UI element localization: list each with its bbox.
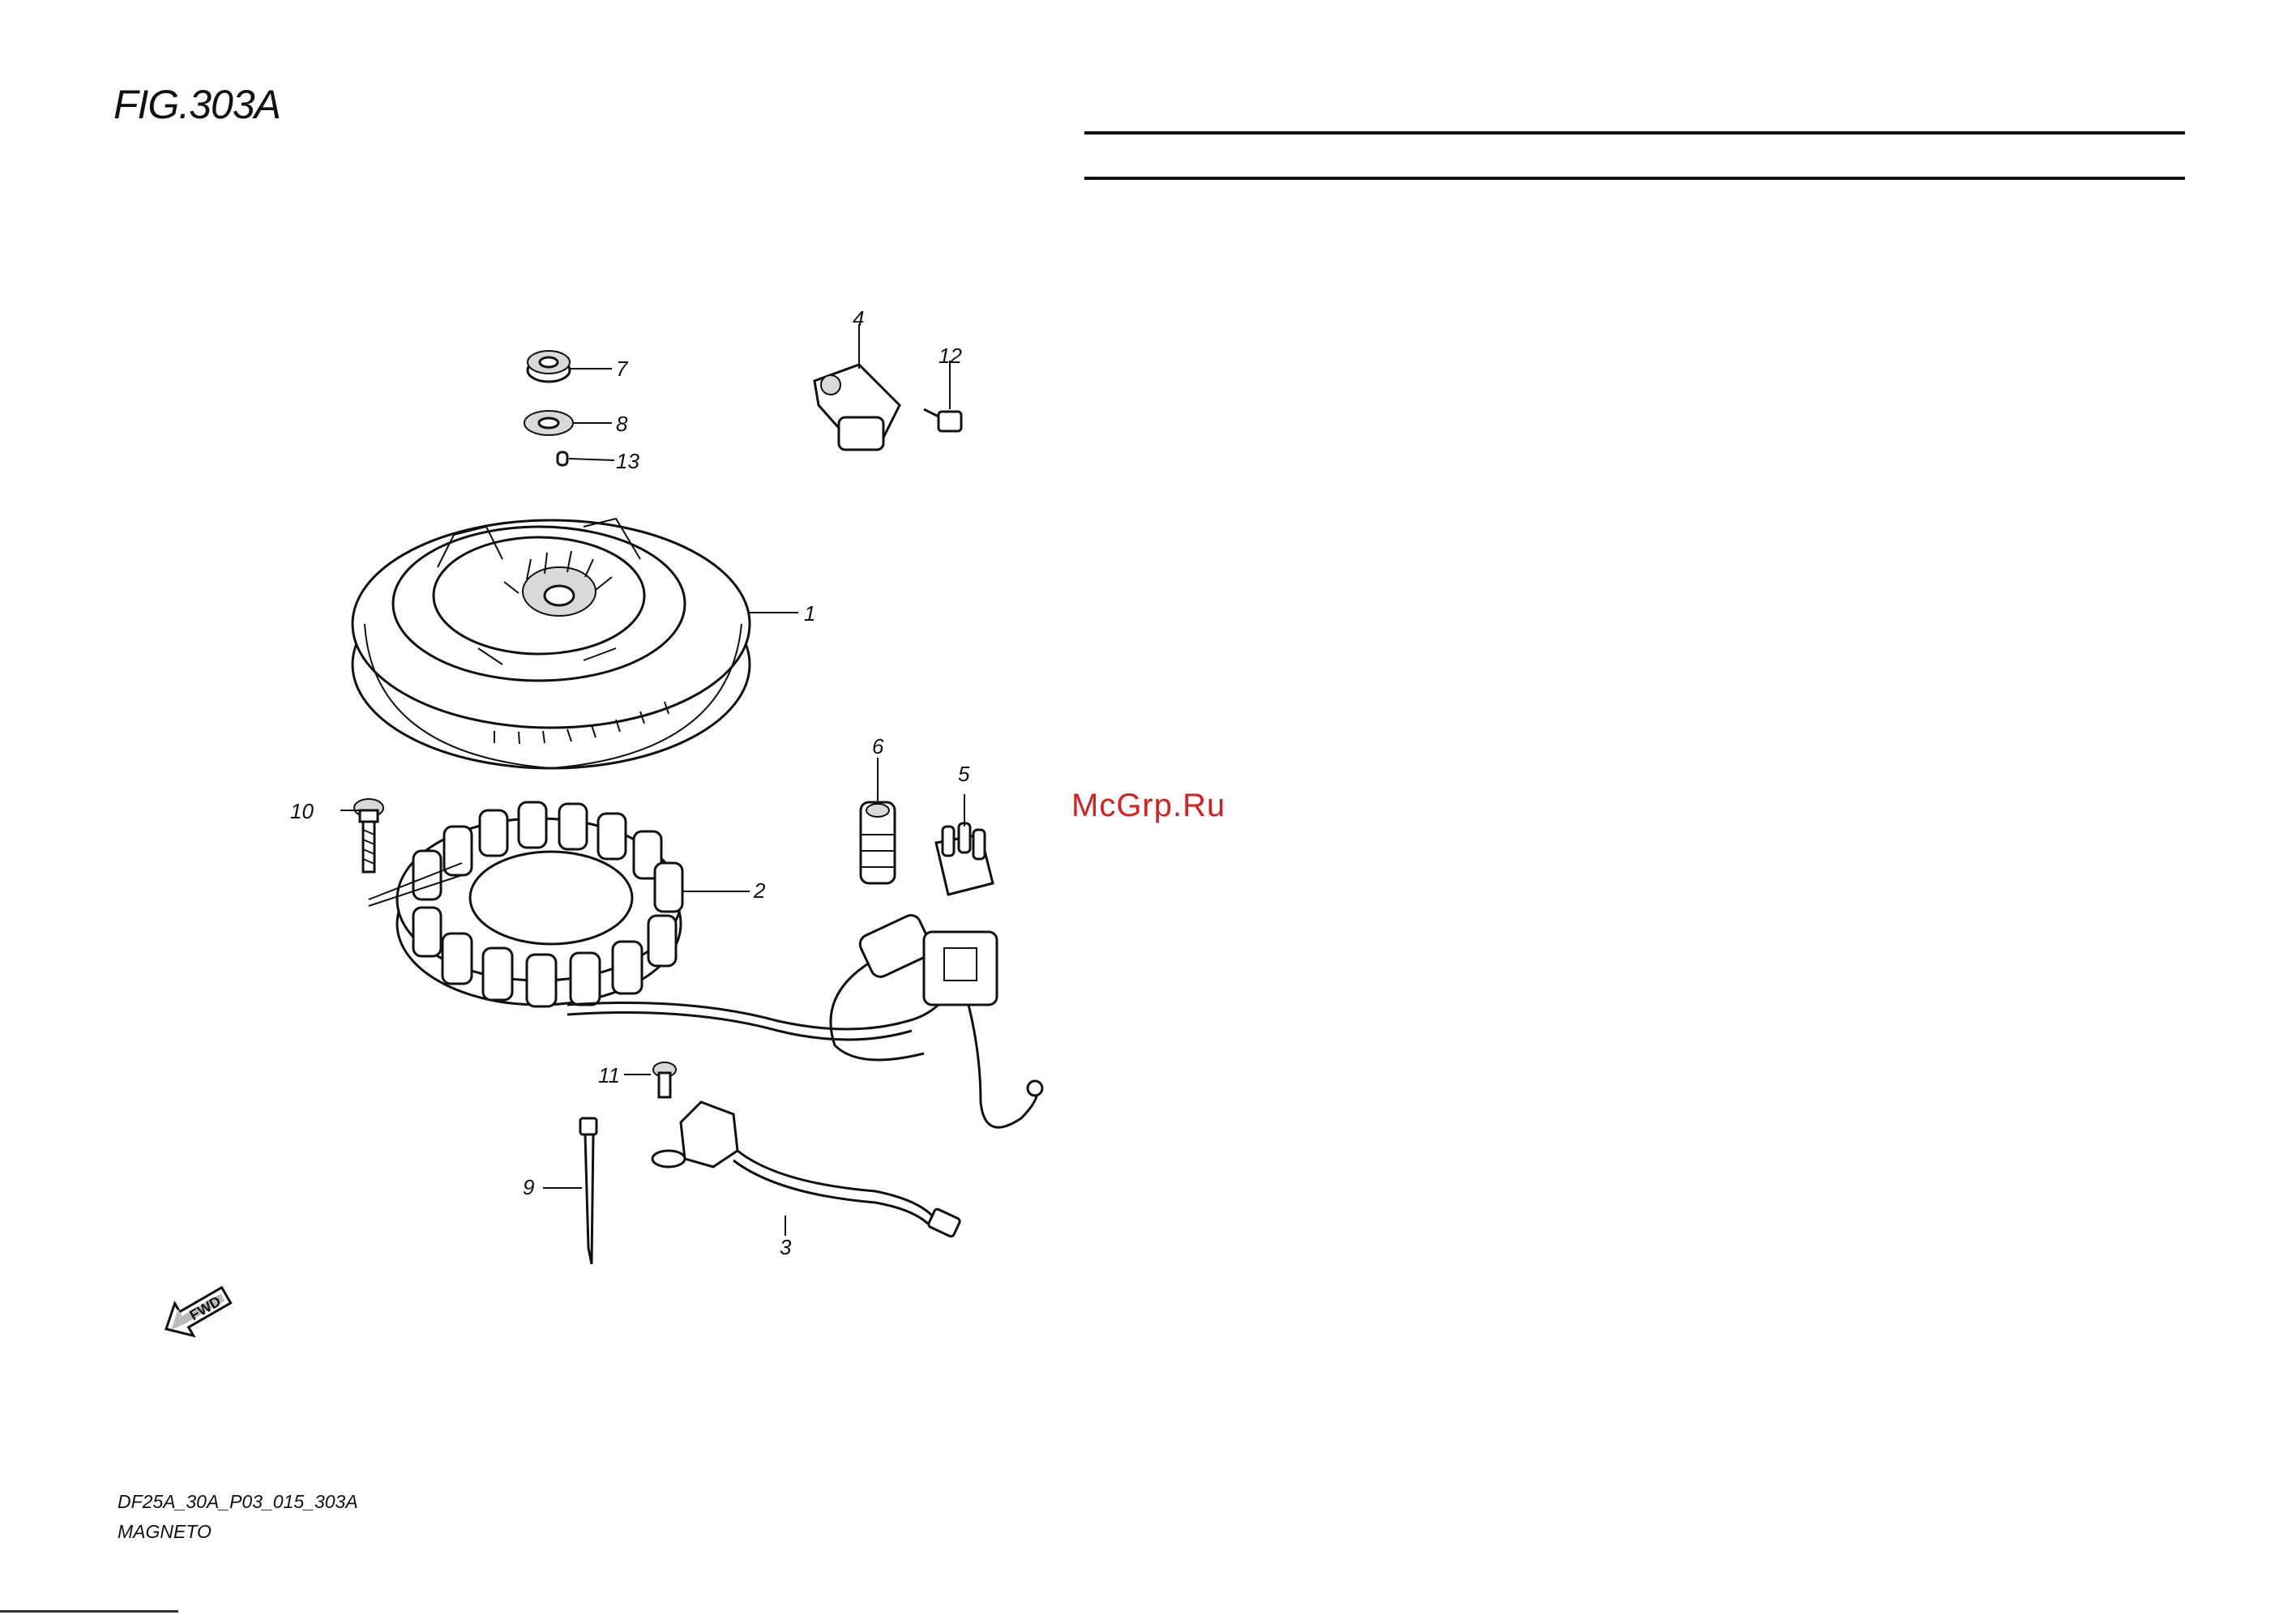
- part-4-sensor: [815, 365, 900, 450]
- part-6-plug: [861, 802, 895, 883]
- callout-11: 11: [598, 1063, 620, 1087]
- callout-1: 1: [804, 601, 815, 626]
- part-5-connector: [936, 823, 993, 895]
- part-3-pulser-coil: [652, 1102, 960, 1237]
- part-1-flywheel: [353, 519, 750, 768]
- callout-3: 3: [780, 1235, 792, 1259]
- callout-9: 9: [523, 1175, 534, 1199]
- callout-7: 7: [616, 357, 629, 381]
- callout-2: 2: [753, 878, 766, 903]
- part-8-washer: [524, 411, 573, 435]
- callout-4: 4: [853, 306, 864, 331]
- fwd-arrow-icon: FWD: [157, 1279, 236, 1345]
- callout-10: 10: [290, 799, 314, 823]
- part-9-cable-tie: [580, 1118, 596, 1264]
- callout-6: 6: [872, 734, 884, 758]
- part-12-bolt: [924, 409, 961, 431]
- part-7-nut: [528, 351, 570, 382]
- part-11-bolt: [653, 1062, 676, 1097]
- callout-8: 8: [616, 412, 628, 436]
- callout-12: 12: [938, 344, 962, 368]
- leader-lines: [340, 324, 964, 1236]
- part-13-key: [558, 452, 567, 465]
- callout-13: 13: [616, 449, 639, 473]
- callout-5: 5: [958, 762, 970, 786]
- harness-connectors: [831, 912, 1042, 1128]
